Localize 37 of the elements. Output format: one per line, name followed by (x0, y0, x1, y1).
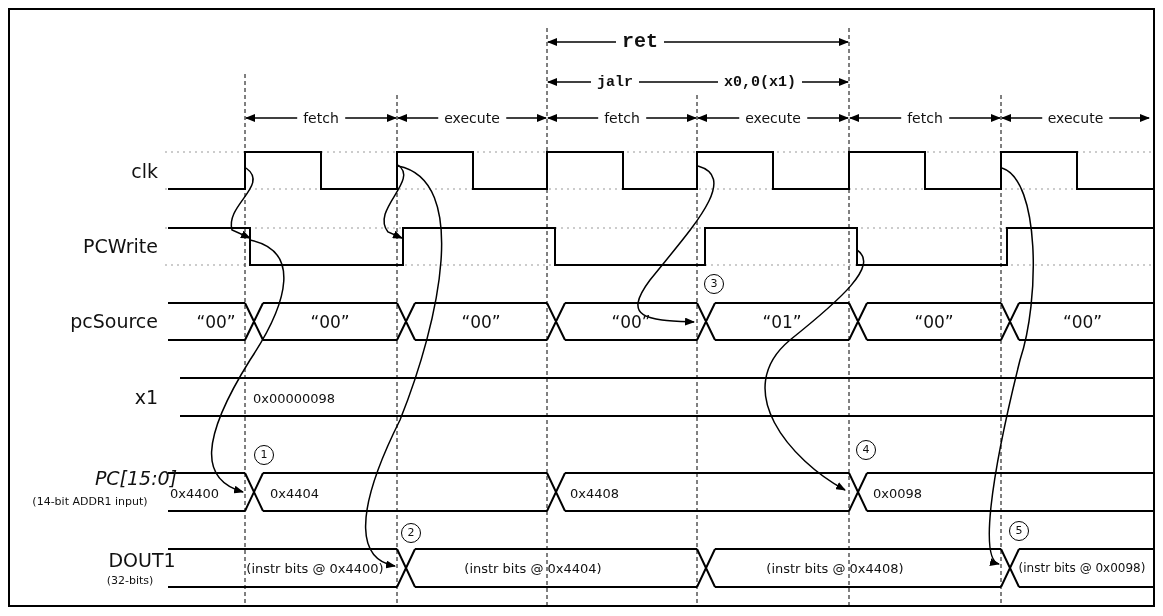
signal-value: 0x4408 (570, 486, 620, 500)
signal-value: “00” (914, 313, 954, 331)
phase-label: execute (438, 111, 506, 125)
phase-label: fetch (901, 111, 949, 125)
signal-value: (instr bits @ 0x0098) (1018, 562, 1146, 574)
step-number: 5 (1009, 521, 1029, 541)
signal-note: (14-bit ADDR1 input) (32, 495, 148, 507)
step-number: 2 (401, 523, 421, 543)
signal-value: “01” (762, 313, 802, 331)
phase-label: execute (1041, 111, 1110, 125)
instruction-label: jalr (591, 74, 639, 90)
phase-label: execute (739, 111, 807, 125)
step-number: 4 (856, 440, 876, 460)
signal-value: “00” (461, 313, 501, 331)
signal-value: (instr bits @ 0x4400) (246, 561, 384, 575)
signal-name: PCWrite (83, 236, 158, 256)
signal-name: DOUT1 (108, 550, 176, 570)
instruction-label: x0,0(x1) (718, 74, 802, 90)
signal-value: “00” (310, 313, 350, 331)
signal-name: x1 (134, 387, 158, 407)
signal-value: (instr bits @ 0x4408) (766, 561, 904, 575)
signal-value: (instr bits @ 0x4404) (464, 561, 602, 575)
signal-value: 0x4400 (170, 486, 220, 500)
signal-value: “00” (611, 313, 651, 331)
signal-name: PC[15:0] (94, 468, 178, 488)
phase-label: fetch (598, 111, 646, 125)
signal-value: “00” (196, 313, 236, 331)
signal-note: (32-bits) (106, 574, 154, 586)
signal-value: 0x00000098 (253, 391, 336, 405)
signal-name: pcSource (70, 311, 158, 331)
signal-value: “00” (1062, 313, 1103, 331)
signal-name: clk (131, 161, 158, 181)
phase-label: fetch (297, 111, 345, 125)
signal-value: 0x4404 (270, 486, 320, 500)
signal-value: 0x0098 (873, 486, 923, 500)
step-number: 3 (704, 274, 724, 294)
step-number: 1 (254, 445, 274, 465)
